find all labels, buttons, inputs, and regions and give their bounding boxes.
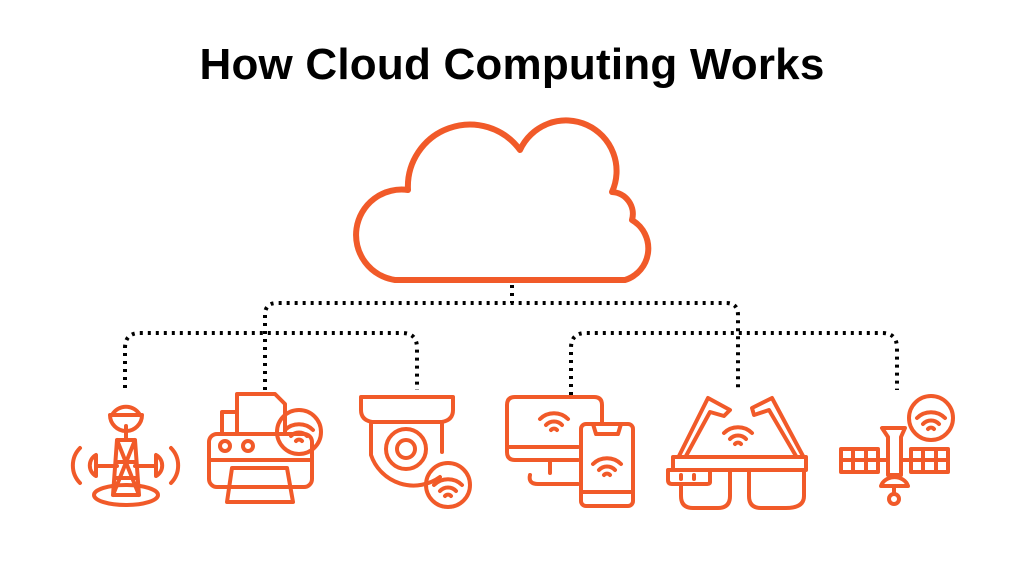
cell-tower-icon (70, 404, 181, 507)
security-camera-icon (359, 395, 472, 509)
computer-phone-icon (505, 395, 635, 508)
smart-glasses-icon (666, 396, 808, 510)
printer-icon (207, 392, 323, 504)
cloud-icon (353, 117, 652, 283)
connector-left-bus (123, 331, 419, 390)
connectors (123, 285, 899, 395)
page-title: How Cloud Computing Works (199, 40, 825, 89)
connector-right-bus (569, 331, 899, 395)
connector-top-bus (263, 301, 740, 390)
satellite-icon (839, 394, 955, 506)
